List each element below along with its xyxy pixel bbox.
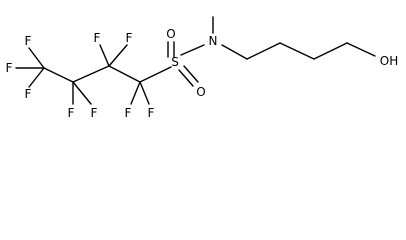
bond-c4-f-bottom-4: [139, 81, 150, 105]
bond-s-o-lower-b: [183, 65, 199, 83]
atom-f-top-right: F: [126, 31, 133, 45]
bond-c1-f-left-lower: [28, 67, 45, 88]
atom-f-top-mid: F: [94, 31, 101, 45]
bond-c4-f-bottom-3: [130, 81, 141, 105]
bonds: [15, 16, 376, 105]
atom-f-bottom-2: F: [91, 106, 98, 120]
bond-c1-c2: [43, 67, 74, 83]
atom-nitrogen: N: [209, 34, 218, 48]
atom-labels: F F F F F F F F F S O O N OH: [6, 27, 399, 120]
atom-oxygen-upper: O: [166, 27, 175, 41]
atom-sulfur: S: [171, 55, 179, 69]
bond-s-o-lower-a: [178, 69, 194, 87]
bond-c2-f-bottom-2: [72, 81, 92, 105]
structure-diagram: F F F F F F F F F S O O N OH: [6, 16, 399, 120]
bond-c3-f-top-mid: [99, 44, 110, 67]
bond-c6-c7: [279, 42, 315, 60]
bond-c2-c3: [72, 65, 110, 83]
atom-f-bottom-1: F: [68, 106, 75, 120]
bond-c3-c4: [108, 65, 141, 83]
atom-hydroxyl: OH: [380, 54, 398, 68]
bond-c1-f-top-left: [28, 47, 45, 69]
atom-f-left: F: [6, 61, 13, 75]
bond-n-c5: [221, 44, 248, 60]
bond-c5-c6: [246, 42, 281, 60]
bond-c4-s: [139, 66, 172, 83]
atom-f-bottom-4: F: [148, 106, 155, 120]
bond-c3-f-top-right: [108, 44, 128, 67]
atom-f-bottom-3: F: [125, 106, 132, 120]
atom-oxygen-lower: O: [196, 85, 205, 99]
bond-s-n: [180, 44, 205, 56]
bond-c8-oh: [346, 42, 376, 57]
atom-f-left-lower: F: [25, 87, 32, 101]
atom-f-top-left: F: [25, 34, 32, 48]
bond-c7-c8: [313, 42, 348, 60]
